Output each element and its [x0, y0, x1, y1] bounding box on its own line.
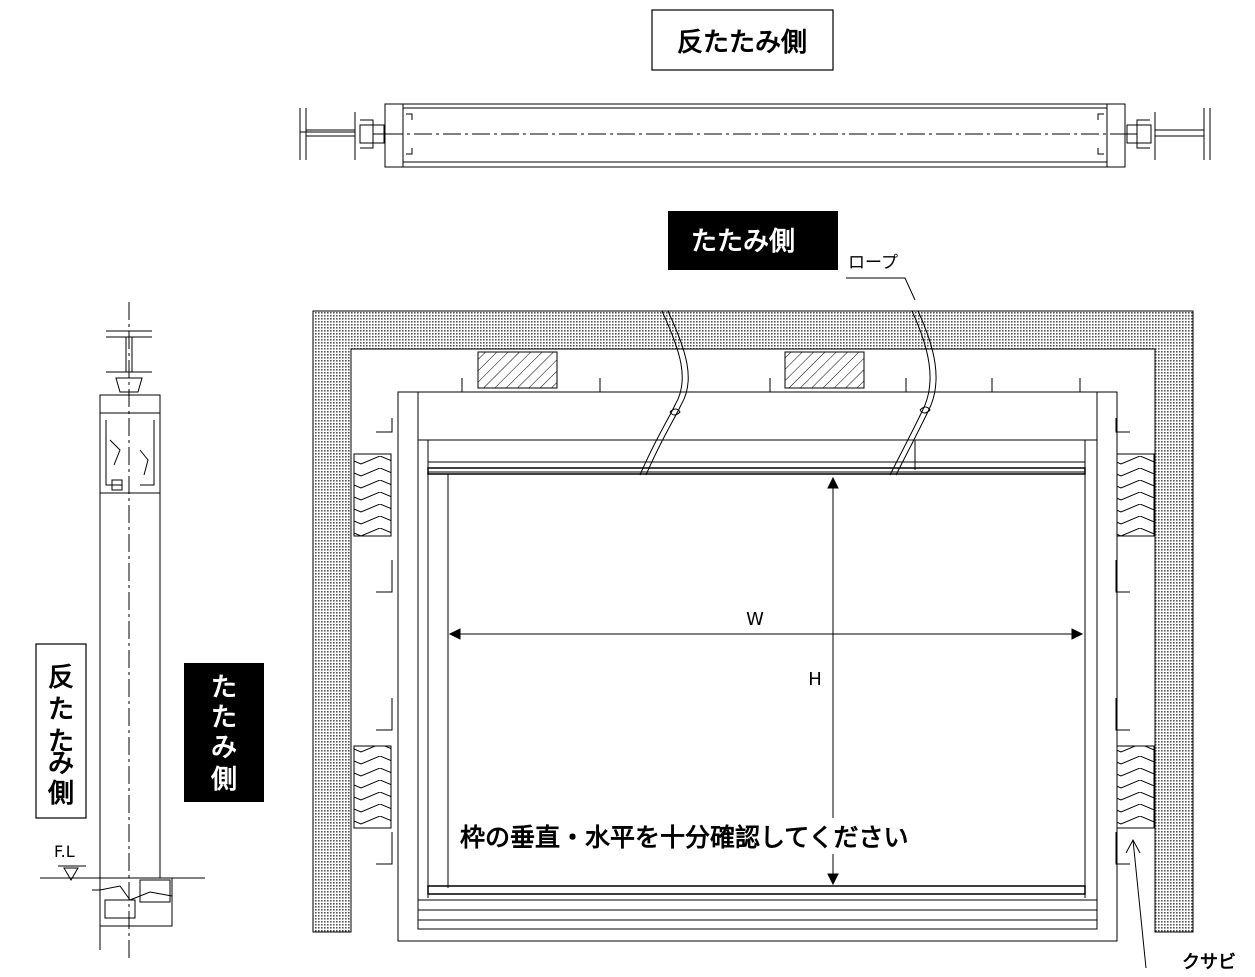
side-fold-char-1: た: [211, 703, 237, 733]
width-dimension: [448, 628, 1084, 640]
top-non-fold-label: 反たたみ側: [651, 9, 834, 71]
side-fold-char-0: た: [211, 673, 237, 703]
side-section-view: [40, 302, 205, 960]
top-non-fold-text: 反たたみ側: [677, 28, 807, 58]
height-dimension: [827, 476, 839, 886]
side-non-fold-char-4: 側: [47, 779, 74, 809]
side-blocks: [353, 453, 1155, 829]
wedge-text: クサビ: [1182, 952, 1236, 973]
side-fold-char-2: み: [211, 733, 237, 763]
side-non-fold-char-1: た: [48, 695, 74, 725]
wall: [312, 310, 1194, 933]
side-fold-label: た た み 側: [184, 663, 264, 802]
rope-text: ロープ: [848, 253, 898, 273]
top-fold-text: たたみ側: [691, 227, 795, 257]
wedge-callout: [1125, 838, 1147, 969]
top-fold-label: たたみ側: [668, 211, 838, 270]
side-non-fold-char-3: み: [48, 749, 74, 779]
top-plan-view: [299, 103, 1211, 168]
rope-callout: ロープ: [846, 253, 916, 301]
side-non-fold-char-0: 反: [48, 663, 74, 693]
frame: [397, 391, 1118, 942]
instruction-text: 枠の垂直・水平を十分確認してください: [460, 823, 909, 852]
height-label: H: [808, 669, 822, 690]
ropes: [639, 310, 937, 476]
width-label: W: [746, 609, 764, 630]
side-non-fold-char-2: た: [48, 727, 74, 757]
floor-level-text: F.L: [54, 842, 75, 861]
side-non-fold-label: 反 た た み 側: [35, 643, 87, 819]
side-fold-char-3: 側: [210, 765, 237, 795]
top-blocks: [477, 351, 865, 389]
